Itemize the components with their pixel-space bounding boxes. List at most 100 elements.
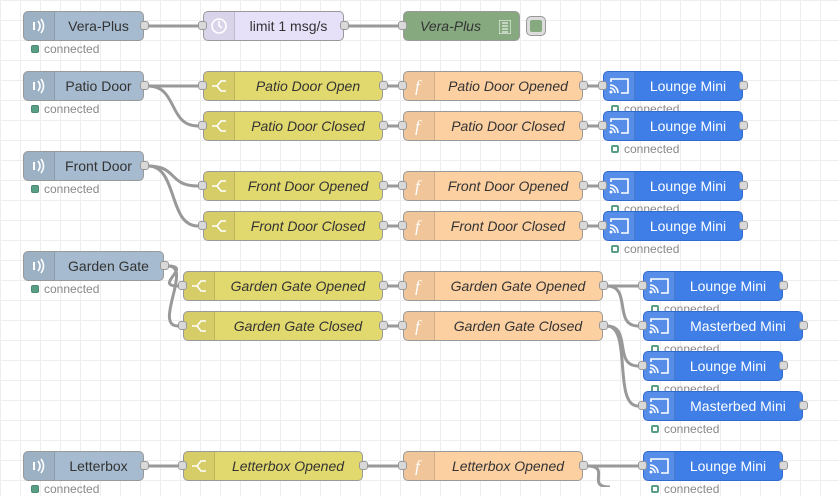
output-port[interactable] xyxy=(599,321,608,330)
switch-patio-door-closed[interactable]: Patio Door Closed xyxy=(198,111,388,141)
input-port[interactable] xyxy=(398,221,407,230)
output-port[interactable] xyxy=(579,81,588,90)
cast-masterbed-mini[interactable]: Masterbed Mini xyxy=(638,311,808,341)
cast-lounge-mini[interactable]: Lounge Mini xyxy=(638,271,788,301)
delay-limit-node[interactable]: limit 1 msg/s xyxy=(198,11,349,41)
node-label: Garden Gate Opened xyxy=(230,278,366,294)
input-port[interactable] xyxy=(198,81,207,90)
switch-garden-gate-closed[interactable]: Garden Gate Closed xyxy=(178,311,388,341)
switch-letterbox-opened[interactable]: Letterbox Opened xyxy=(178,451,368,481)
function-patio-door-opened[interactable]: f Patio Door Opened xyxy=(398,71,588,101)
debug-vera-plus[interactable]: Vera-Plus xyxy=(398,11,546,41)
mqtt-in-letterbox[interactable]: Letterbox xyxy=(23,451,149,481)
input-port[interactable] xyxy=(198,121,207,130)
output-port[interactable] xyxy=(779,461,788,470)
output-port[interactable] xyxy=(160,261,169,270)
input-port[interactable] xyxy=(178,281,187,290)
function-patio-door-closed[interactable]: f Patio Door Closed xyxy=(398,111,588,141)
output-port[interactable] xyxy=(739,221,748,230)
output-port[interactable] xyxy=(579,221,588,230)
output-port[interactable] xyxy=(140,81,149,90)
output-port[interactable] xyxy=(379,321,388,330)
output-port[interactable] xyxy=(379,221,388,230)
cast-masterbed-mini[interactable]: Masterbed Mini xyxy=(638,391,808,421)
output-port[interactable] xyxy=(379,121,388,130)
output-port[interactable] xyxy=(140,161,149,170)
output-port[interactable] xyxy=(779,361,788,370)
mqtt-in-garden-gate[interactable]: Garden Gate xyxy=(23,251,169,281)
output-port[interactable] xyxy=(379,81,388,90)
switch-front-door-closed[interactable]: Front Door Closed xyxy=(198,211,388,241)
wire[interactable] xyxy=(606,324,639,368)
input-port[interactable] xyxy=(398,321,407,330)
input-port[interactable] xyxy=(178,461,187,470)
function-icon: f xyxy=(404,272,435,300)
output-port[interactable] xyxy=(799,321,808,330)
input-port[interactable] xyxy=(598,181,607,190)
debug-toggle-button[interactable] xyxy=(526,16,546,36)
input-port[interactable] xyxy=(178,321,187,330)
cast-lounge-mini[interactable]: Lounge Mini xyxy=(598,111,748,141)
mqtt-in-front-door[interactable]: Front Door xyxy=(23,151,149,181)
input-port[interactable] xyxy=(198,21,207,30)
input-port[interactable] xyxy=(398,21,407,30)
output-port[interactable] xyxy=(140,21,149,30)
cast-lounge-mini[interactable]: Lounge Mini xyxy=(638,451,788,481)
cast-lounge-mini[interactable]: Lounge Mini xyxy=(638,351,788,381)
switch-garden-gate-opened[interactable]: Garden Gate Opened xyxy=(178,271,388,301)
output-port[interactable] xyxy=(739,181,748,190)
input-port[interactable] xyxy=(598,81,607,90)
function-front-door-closed[interactable]: f Front Door Closed xyxy=(398,211,588,241)
wire[interactable] xyxy=(147,84,199,128)
switch-front-door-opened[interactable]: Front Door Opened xyxy=(198,171,388,201)
wire[interactable] xyxy=(167,264,179,288)
node-label: Patio Door Opened xyxy=(448,78,568,94)
input-port[interactable] xyxy=(638,461,647,470)
output-port[interactable] xyxy=(579,461,588,470)
input-port[interactable] xyxy=(398,461,407,470)
output-port[interactable] xyxy=(140,461,149,470)
mqtt-in-vera-plus[interactable]: Vera-Plus xyxy=(23,11,149,41)
cast-lounge-mini[interactable]: Lounge Mini xyxy=(598,71,748,101)
cast-lounge-mini[interactable]: Lounge Mini xyxy=(598,171,748,201)
function-garden-gate-opened[interactable]: f Garden Gate Opened xyxy=(398,271,608,301)
input-port[interactable] xyxy=(638,321,647,330)
node-label: Front Door Closed xyxy=(250,218,366,234)
input-port[interactable] xyxy=(398,121,407,130)
output-port[interactable] xyxy=(579,121,588,130)
wire[interactable] xyxy=(147,164,199,228)
output-port[interactable] xyxy=(359,461,368,470)
mqtt-in-patio-door[interactable]: Patio Door xyxy=(23,71,149,101)
input-port[interactable] xyxy=(638,281,647,290)
output-port[interactable] xyxy=(579,181,588,190)
output-port[interactable] xyxy=(379,281,388,290)
wire[interactable] xyxy=(606,284,639,328)
output-port[interactable] xyxy=(799,401,808,410)
wire[interactable] xyxy=(586,464,611,487)
wire[interactable] xyxy=(147,164,199,188)
output-port[interactable] xyxy=(599,281,608,290)
output-port[interactable] xyxy=(739,81,748,90)
output-port[interactable] xyxy=(340,21,349,30)
output-port[interactable] xyxy=(379,181,388,190)
cast-icon xyxy=(644,392,675,420)
input-port[interactable] xyxy=(398,281,407,290)
input-port[interactable] xyxy=(638,361,647,370)
cast-lounge-mini[interactable]: Lounge Mini xyxy=(598,211,748,241)
function-letterbox-opened[interactable]: f Letterbox Opened xyxy=(398,451,588,481)
output-port[interactable] xyxy=(739,121,748,130)
input-port[interactable] xyxy=(398,81,407,90)
input-port[interactable] xyxy=(398,181,407,190)
wire[interactable] xyxy=(606,324,639,408)
output-port[interactable] xyxy=(779,281,788,290)
switch-patio-door-open[interactable]: Patio Door Open xyxy=(198,71,388,101)
wire[interactable] xyxy=(167,264,179,328)
function-front-door-opened[interactable]: f Front Door Opened xyxy=(398,171,588,201)
input-port[interactable] xyxy=(638,401,647,410)
function-garden-gate-closed[interactable]: f Garden Gate Closed xyxy=(398,311,608,341)
input-port[interactable] xyxy=(198,221,207,230)
input-port[interactable] xyxy=(598,221,607,230)
input-port[interactable] xyxy=(598,121,607,130)
input-port[interactable] xyxy=(198,181,207,190)
